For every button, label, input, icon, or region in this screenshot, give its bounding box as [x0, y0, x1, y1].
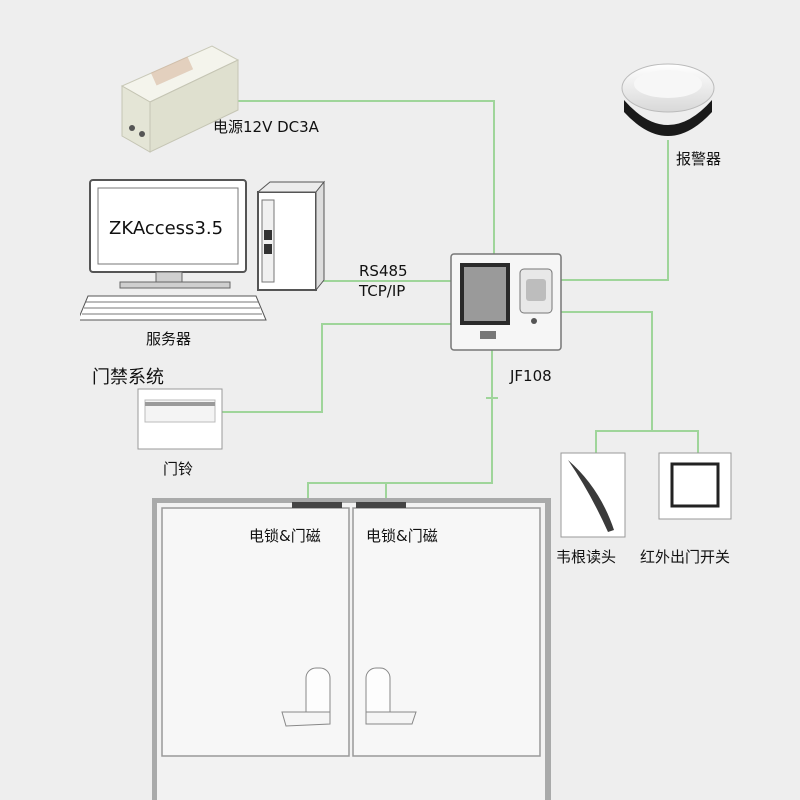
- server-computer-icon: [80, 179, 325, 321]
- exit-button-icon: [658, 452, 732, 520]
- double-door-icon: [152, 498, 551, 800]
- wire-reader: [595, 430, 699, 455]
- wire-peripherals: [560, 311, 653, 431]
- system-label: 门禁系统: [92, 367, 164, 388]
- access-control-terminal-icon: [450, 253, 562, 351]
- lock-left-label: 电锁&门磁: [249, 527, 321, 545]
- rs485-label: RS485: [359, 262, 408, 280]
- exit-button-label: 红外出门开关: [640, 548, 731, 566]
- tcpip-label: TCP/IP: [359, 282, 406, 300]
- lock-right-label: 电锁&门磁: [366, 527, 438, 545]
- power-supply-icon: [120, 45, 240, 153]
- wiegand-reader-icon: [560, 452, 626, 538]
- wire-lock-right: [385, 482, 492, 500]
- wire-lock: [307, 350, 493, 500]
- wire-alarm: [560, 140, 669, 281]
- server-label: 服务器: [146, 330, 192, 348]
- alarm-siren-icon: [621, 63, 715, 136]
- wiegand-label: 韦根读头: [556, 548, 617, 566]
- wire-doorbell: [222, 323, 452, 413]
- alarm-label: 报警器: [676, 150, 722, 168]
- doorbell-icon: [137, 388, 223, 450]
- software-label: ZKAccess3.5: [109, 218, 224, 239]
- wire-power: [218, 100, 495, 256]
- device-label: JF108: [510, 367, 552, 385]
- power-label: 电源12V DC3A: [213, 118, 319, 136]
- doorbell-label: 门铃: [163, 460, 194, 478]
